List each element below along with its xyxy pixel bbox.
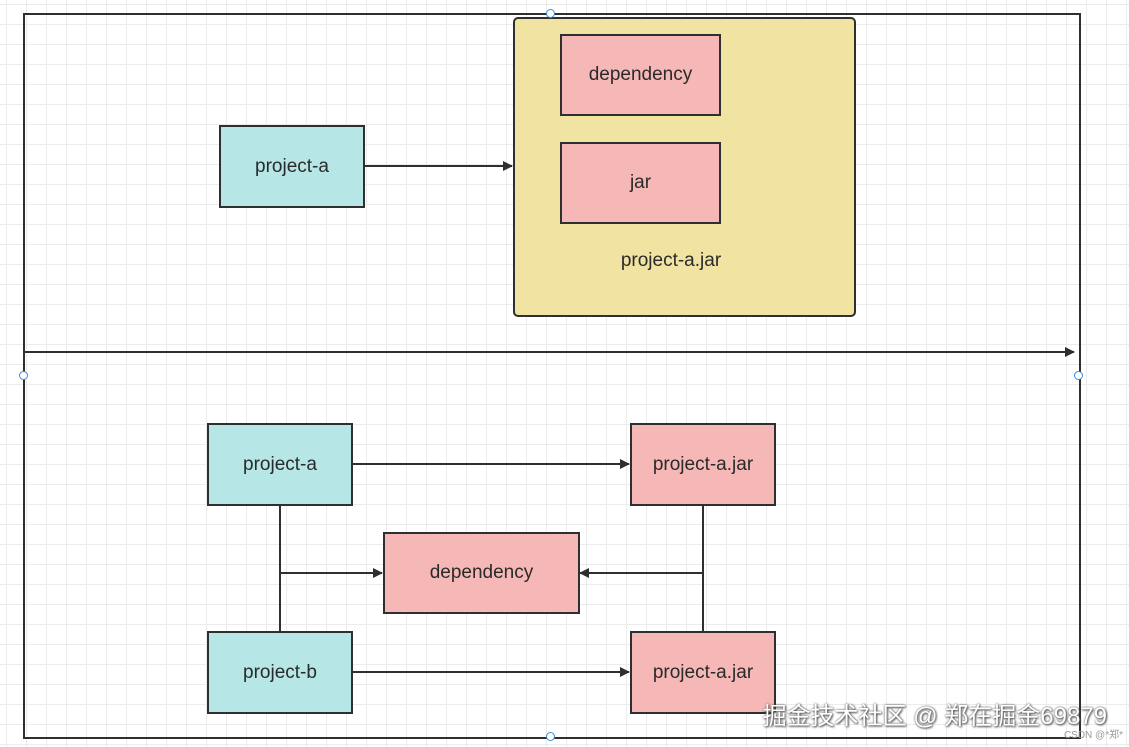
group-dependency-label: dependency (588, 64, 693, 85)
group-dependency-box[interactable]: dependency (560, 34, 721, 116)
watermark-small-text: CSDN @*郑* (1063, 730, 1123, 741)
resize-handle-left[interactable] (19, 371, 28, 380)
resize-handle-bottom[interactable] (546, 732, 555, 741)
top-project-a-box[interactable]: project-a (219, 125, 365, 208)
bottom-project-b-box[interactable]: project-b (207, 631, 353, 714)
resize-handle-right[interactable] (1074, 371, 1083, 380)
bottom-jar-b-box[interactable]: project-a.jar (630, 631, 776, 714)
group-label: project-a.jar (620, 250, 722, 271)
group-jar-label: jar (629, 172, 652, 193)
bottom-project-b-label: project-b (243, 661, 317, 683)
resize-handle-top[interactable] (546, 9, 555, 18)
group-jar-box[interactable]: jar (560, 142, 721, 224)
bottom-dependency-box[interactable]: dependency (383, 532, 580, 614)
top-project-a-label: project-a (255, 155, 329, 177)
bottom-project-a-box[interactable]: project-a (207, 423, 353, 506)
bottom-jar-a-label: project-a.jar (652, 453, 754, 475)
bottom-project-a-label: project-a (243, 453, 317, 475)
bottom-jar-b-label: project-a.jar (652, 661, 754, 683)
watermark-text: 掘金技术社区 @ 郑在掘金69879 (762, 703, 1107, 730)
bottom-jar-a-box[interactable]: project-a.jar (630, 423, 776, 506)
bottom-dependency-label: dependency (429, 562, 534, 583)
